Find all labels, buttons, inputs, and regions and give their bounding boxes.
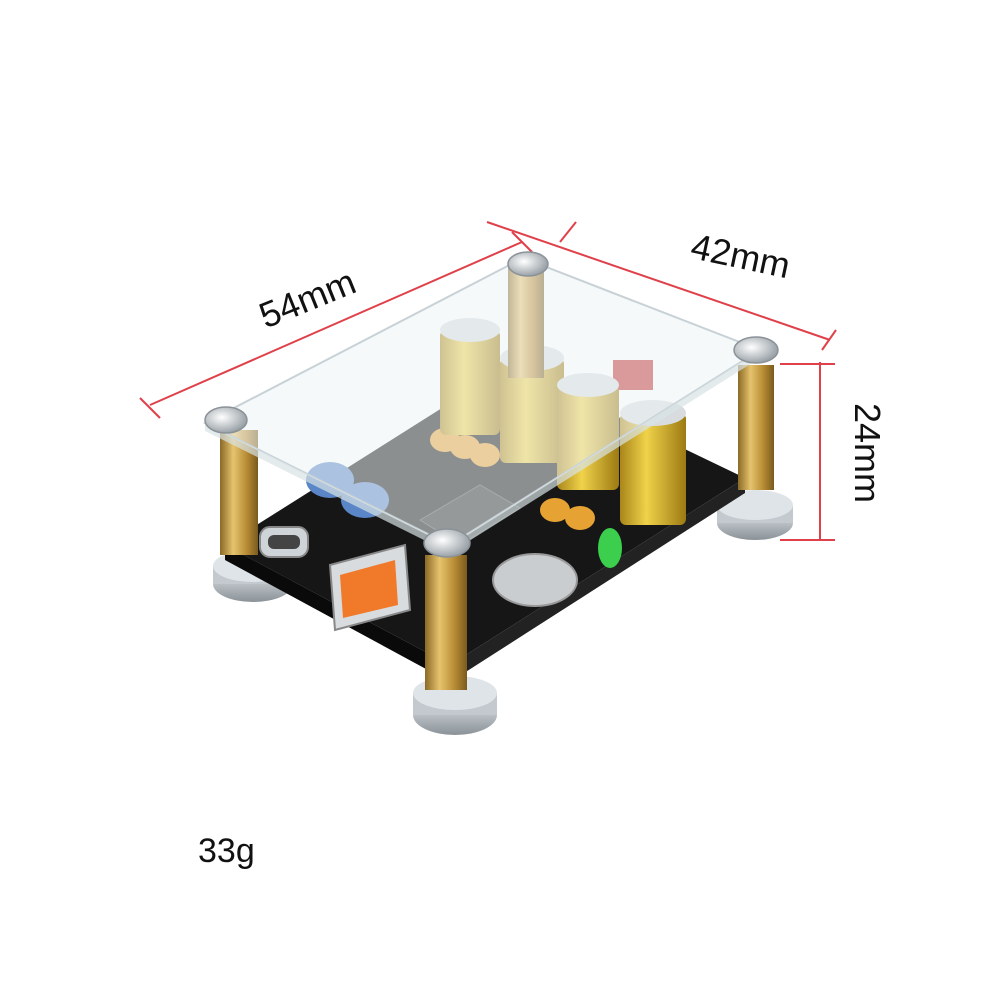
width-dimension-line: [486, 221, 831, 341]
screw-icon: [204, 406, 248, 434]
length-label: 54mm: [253, 261, 361, 336]
screws: [204, 251, 779, 558]
width-label: 42mm: [687, 225, 793, 286]
weight-label: 33g: [198, 832, 255, 870]
screw-icon: [733, 336, 779, 364]
screw-icon: [423, 528, 471, 558]
height-label: 24mm: [847, 403, 888, 503]
length-dimension-line: [149, 241, 523, 406]
screw-icon: [507, 251, 549, 277]
dimension-lines: [139, 221, 837, 541]
